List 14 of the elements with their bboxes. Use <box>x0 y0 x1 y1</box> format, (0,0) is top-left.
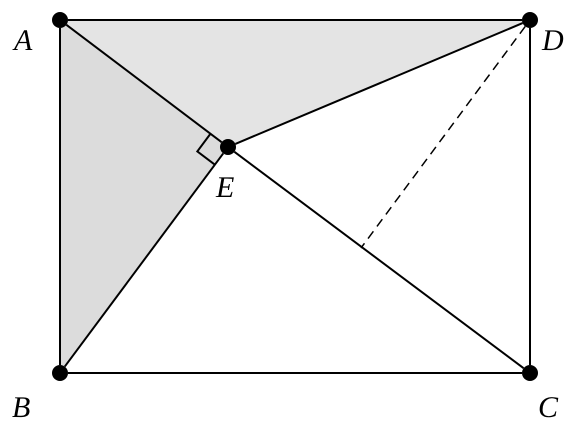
point-label: C <box>538 393 558 423</box>
point-label: B <box>12 393 30 423</box>
line-segment <box>68 19 522 21</box>
line-segment <box>529 28 531 365</box>
line-segment <box>234 22 524 145</box>
point-label: E <box>216 173 234 203</box>
point-label: D <box>542 26 564 56</box>
line-segment <box>66 24 222 143</box>
line-segment <box>64 152 224 368</box>
point-label: A <box>14 26 32 56</box>
dashed-line <box>360 26 526 248</box>
line-segment <box>234 151 524 369</box>
line-segment <box>68 372 522 374</box>
line-segment <box>59 28 61 365</box>
